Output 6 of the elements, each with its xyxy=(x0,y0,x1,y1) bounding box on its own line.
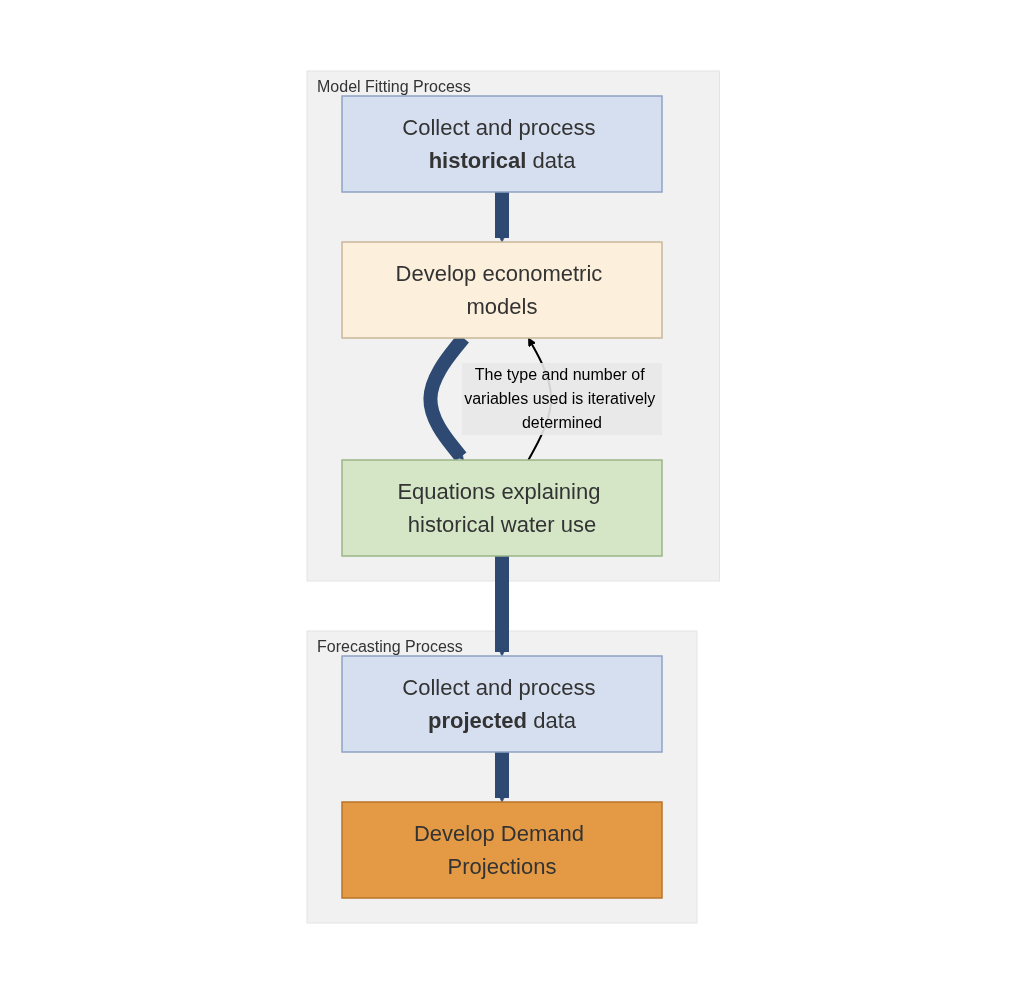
node-box: Develop econometric models xyxy=(341,241,663,339)
node-box: Equations explaining historical water use xyxy=(341,459,663,557)
edge-label: The type and number of variables used is iteratively determined xyxy=(464,366,656,431)
node-box: Collect and process historical data xyxy=(341,95,663,193)
node-box: Collect and process projected data xyxy=(341,655,663,753)
node-box: Develop Demand Projections xyxy=(341,801,663,899)
